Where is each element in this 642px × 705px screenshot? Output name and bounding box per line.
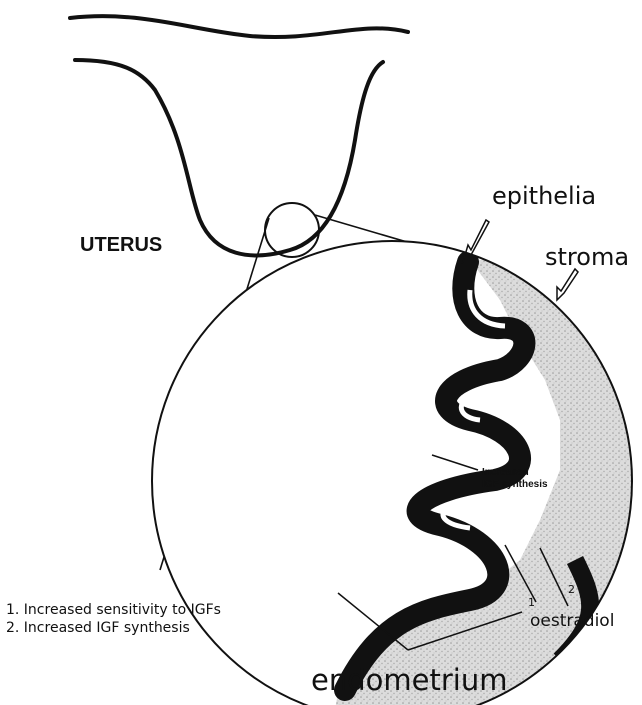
stroma-label: stroma	[545, 243, 629, 271]
legend-item-1: 1. Increased sensitivity to IGFs	[6, 602, 221, 618]
stroma-arrow-icon	[557, 269, 578, 300]
uterus-outline-top	[70, 16, 408, 37]
uterus-label: UTERUS	[80, 234, 162, 256]
inner-text-line1: Increased	[482, 467, 529, 478]
oestradiol-label: oestradiol	[530, 611, 614, 631]
marker-2: 2	[568, 583, 575, 596]
endometrium-label: endometrium	[311, 663, 507, 697]
inner-text-line2: IGF synthesis	[482, 479, 548, 490]
uterus-outline-body	[75, 60, 383, 255]
marker-1: 1	[528, 596, 535, 609]
epithelia-label: epithelia	[492, 182, 596, 210]
legend-item-2: 2. Increased IGF synthesis	[6, 620, 190, 636]
